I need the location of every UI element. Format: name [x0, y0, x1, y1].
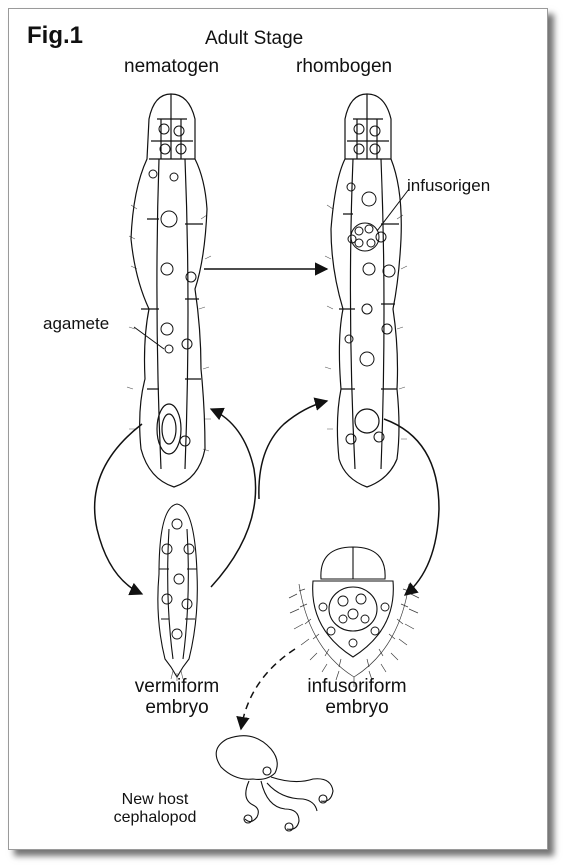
infusoriform-cilia	[288, 583, 420, 687]
nematogen-nuclei	[148, 123, 197, 447]
infusoriform-apical-cells	[320, 546, 386, 580]
infusoriform-label-line1: infusoriform	[307, 676, 407, 697]
vermiform-label-line2: embryo	[145, 696, 209, 718]
arrow-rhombogen-to-infusoriform	[383, 418, 440, 596]
new-host-label-line1: New host	[121, 791, 189, 808]
vermiform-embryo-label: vermiform embryo	[117, 676, 237, 719]
rhombogen-outline	[330, 93, 402, 488]
nematogen-organism	[126, 93, 212, 488]
arrow-infusoriform-to-host	[236, 648, 296, 731]
infusoriform-embryo-organism	[288, 546, 420, 687]
rhombogen-organism	[324, 93, 408, 488]
infusoriform-embryo-label: infusoriform embryo	[287, 676, 427, 719]
nematogen-outline	[130, 93, 208, 488]
rhombogen-calotte	[345, 94, 391, 160]
infusoriform-label-line2: embryo	[325, 696, 389, 718]
infusorigen-pointer	[376, 188, 410, 232]
rhombogen-cilia	[324, 204, 408, 440]
nematogen-axial-cell	[156, 158, 189, 470]
vermiform-embryo-organism	[157, 503, 198, 681]
stage-title: Adult Stage	[205, 28, 304, 49]
vermiform-label-line1: vermiform	[134, 676, 220, 697]
infusoriform-urn	[328, 586, 378, 632]
infusorigen-cluster	[347, 222, 387, 252]
rhombogen-nuclei	[344, 123, 396, 445]
rhombogen-label: rhombogen	[296, 56, 393, 77]
agamete-pointer	[133, 326, 165, 350]
nematogen-germ-cell-cluster	[156, 403, 182, 455]
nematogen-label: nematogen	[124, 56, 220, 77]
arrow-nematogen-to-vermiform	[93, 423, 144, 596]
cephalopod-host-illustration	[215, 735, 334, 832]
infusorigen-label: infusorigen	[407, 176, 491, 195]
agamete-label: agamete	[43, 314, 110, 333]
nematogen-calotte	[149, 94, 195, 160]
figure-label: Fig.1	[27, 22, 84, 49]
new-host-label: New host cephalopod	[105, 791, 205, 826]
arrow-vermiform-to-nematogen	[209, 407, 257, 588]
arrow-vermiform-to-rhombogen	[258, 397, 329, 500]
new-host-label-line2: cephalopod	[113, 808, 197, 826]
life-cycle-diagram	[93, 93, 440, 832]
figure-panel: Fig.1 Adult Stage nematogen rhombogen in…	[8, 8, 548, 850]
